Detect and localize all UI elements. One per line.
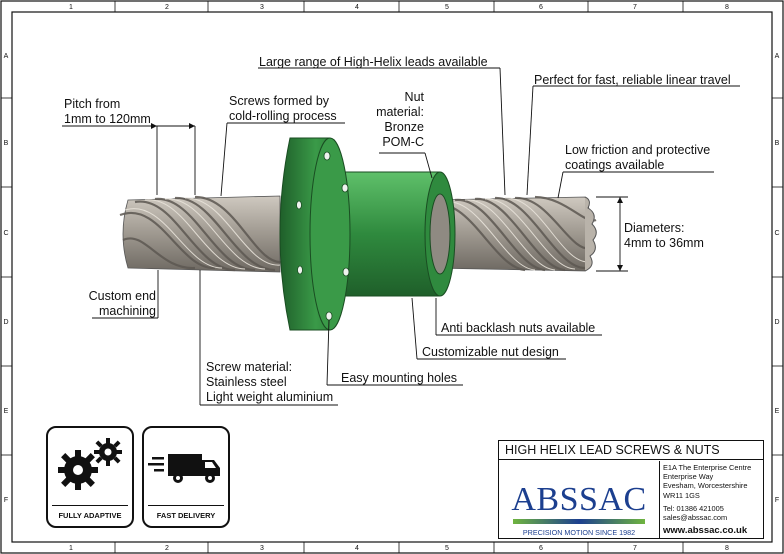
nut-material-line-1: Nut: [404, 90, 424, 104]
nut-material-line-4: POM-C: [382, 135, 424, 149]
pitch-arrows: [151, 123, 623, 271]
diameters-line-2: 4mm to 36mm: [624, 236, 704, 250]
col-label-top: 5: [445, 4, 449, 11]
gears-icon: [58, 438, 122, 490]
col-label-top: 4: [355, 4, 359, 11]
col-label-top: 7: [633, 4, 637, 11]
row-label-left: F: [4, 497, 8, 504]
col-label-bottom: 4: [355, 545, 359, 552]
badge-adaptive-label: FULLY ADAPTIVE: [58, 511, 122, 520]
row-label-left: A: [4, 53, 9, 60]
flanged-nut: [279, 137, 456, 331]
title-block: HIGH HELIX LEAD SCREWS & NUTS ABSSAC PRE…: [498, 440, 764, 539]
grid-labels: 1 2 3 4 5 6 7 8 1 2 3 4 5 6 7 8 A B C D …: [3, 4, 779, 552]
screw-material-line-2: Stainless steel: [206, 375, 287, 389]
annotation-custom-end: Custom end machining: [60, 289, 156, 319]
col-label-bottom: 8: [725, 545, 729, 552]
leader-lines: [62, 67, 740, 406]
badge-fast-delivery: FAST DELIVERY: [142, 426, 230, 528]
row-label-left: D: [3, 319, 8, 326]
annotation-coatings: Low friction and protective coatings ava…: [565, 143, 710, 173]
annotation-linear-travel: Perfect for fast, reliable linear travel: [534, 73, 731, 87]
address-line: Enterprise Way: [663, 472, 714, 482]
annotation-pitch: Pitch from 1mm to 120mm: [64, 97, 151, 127]
website-link[interactable]: www.abssac.co.uk: [663, 525, 748, 536]
row-label-left: C: [3, 230, 8, 237]
col-label-bottom: 1: [69, 545, 73, 552]
annotation-cold-rolling: Screws formed by cold-rolling process: [229, 94, 337, 124]
row-label-right: A: [775, 53, 780, 60]
annotation-helix-leads: Large range of High-Helix leads availabl…: [259, 55, 488, 69]
address-line: E1A The Enterprise Centre: [663, 463, 752, 472]
row-label-right: B: [775, 140, 780, 147]
logo-underline: [513, 519, 645, 524]
drawing-title: HIGH HELIX LEAD SCREWS & NUTS: [499, 441, 763, 460]
cold-rolling-line-2: cold-rolling process: [229, 109, 337, 123]
row-label-right: E: [775, 408, 780, 415]
annotation-screw-material: Screw material: Stainless steel Light we…: [206, 360, 333, 405]
diameters-line-1: Diameters:: [624, 221, 685, 235]
nut-material-line-2: material:: [376, 105, 424, 119]
screw-material-line-3: Light weight aluminium: [206, 390, 334, 404]
col-label-top: 1: [69, 4, 73, 11]
col-label-top: 6: [539, 4, 543, 11]
nut-material-line-3: Bronze: [384, 120, 424, 134]
annotation-mounting-holes: Easy mounting holes: [341, 371, 458, 385]
email-address: sales@abssac.com: [663, 513, 728, 523]
logo-wordmark: ABSSAC: [511, 481, 647, 518]
row-label-right: C: [774, 230, 779, 237]
badge-delivery-label: FAST DELIVERY: [156, 511, 216, 520]
row-label-right: D: [774, 319, 779, 326]
col-label-bottom: 6: [539, 545, 543, 552]
lead-screw-left: [119, 195, 283, 273]
row-label-left: B: [4, 140, 9, 147]
address-line: WR11 1GS: [663, 490, 700, 500]
col-label-bottom: 7: [633, 545, 637, 552]
badge-fully-adaptive: FULLY ADAPTIVE: [46, 426, 134, 528]
col-label-bottom: 3: [260, 545, 264, 552]
annotation-custom-nut: Customizable nut design: [422, 345, 559, 359]
delivery-truck-icon: [148, 454, 220, 483]
row-label-right: F: [775, 497, 779, 504]
col-label-bottom: 2: [165, 545, 169, 552]
coatings-line-2: coatings available: [565, 158, 665, 172]
column-ticks: [114, 1, 684, 553]
pitch-line-2: 1mm to 120mm: [64, 112, 151, 126]
custom-end-line-1: Custom end: [88, 289, 156, 303]
badge-separator: [52, 505, 128, 506]
row-ticks: [1, 97, 783, 456]
col-label-top: 8: [725, 4, 729, 11]
custom-end-line-2: machining: [99, 304, 156, 318]
logo-tagline: PRECISION MOTION SINCE 1982: [522, 528, 636, 537]
phone-number: Tel: 01386 421005: [663, 503, 724, 513]
col-label-top: 2: [165, 4, 169, 11]
col-label-bottom: 5: [445, 545, 449, 552]
pitch-line-1: Pitch from: [64, 97, 121, 111]
lead-screw-right: [429, 195, 597, 272]
screw-material-line-1: Screw material:: [206, 360, 293, 374]
company-logo: ABSSAC PRECISION MOTION SINCE 1982: [499, 461, 660, 538]
annotation-diameters: Diameters: 4mm to 36mm: [624, 221, 704, 251]
annotation-nut-material: Nut material: Bronze POM-C: [370, 90, 424, 150]
annotation-anti-backlash: Anti backlash nuts available: [441, 321, 596, 335]
company-contact: E1A The Enterprise Centre Enterprise Way…: [663, 463, 751, 522]
badge-separator: [148, 505, 224, 506]
coatings-line-1: Low friction and protective: [565, 143, 711, 157]
cold-rolling-line-1: Screws formed by: [229, 94, 330, 108]
mounting-holes: [296, 151, 350, 321]
row-label-left: E: [4, 408, 9, 415]
address-line: Evesham, Worcestershire: [663, 481, 748, 491]
col-label-top: 3: [260, 4, 264, 11]
